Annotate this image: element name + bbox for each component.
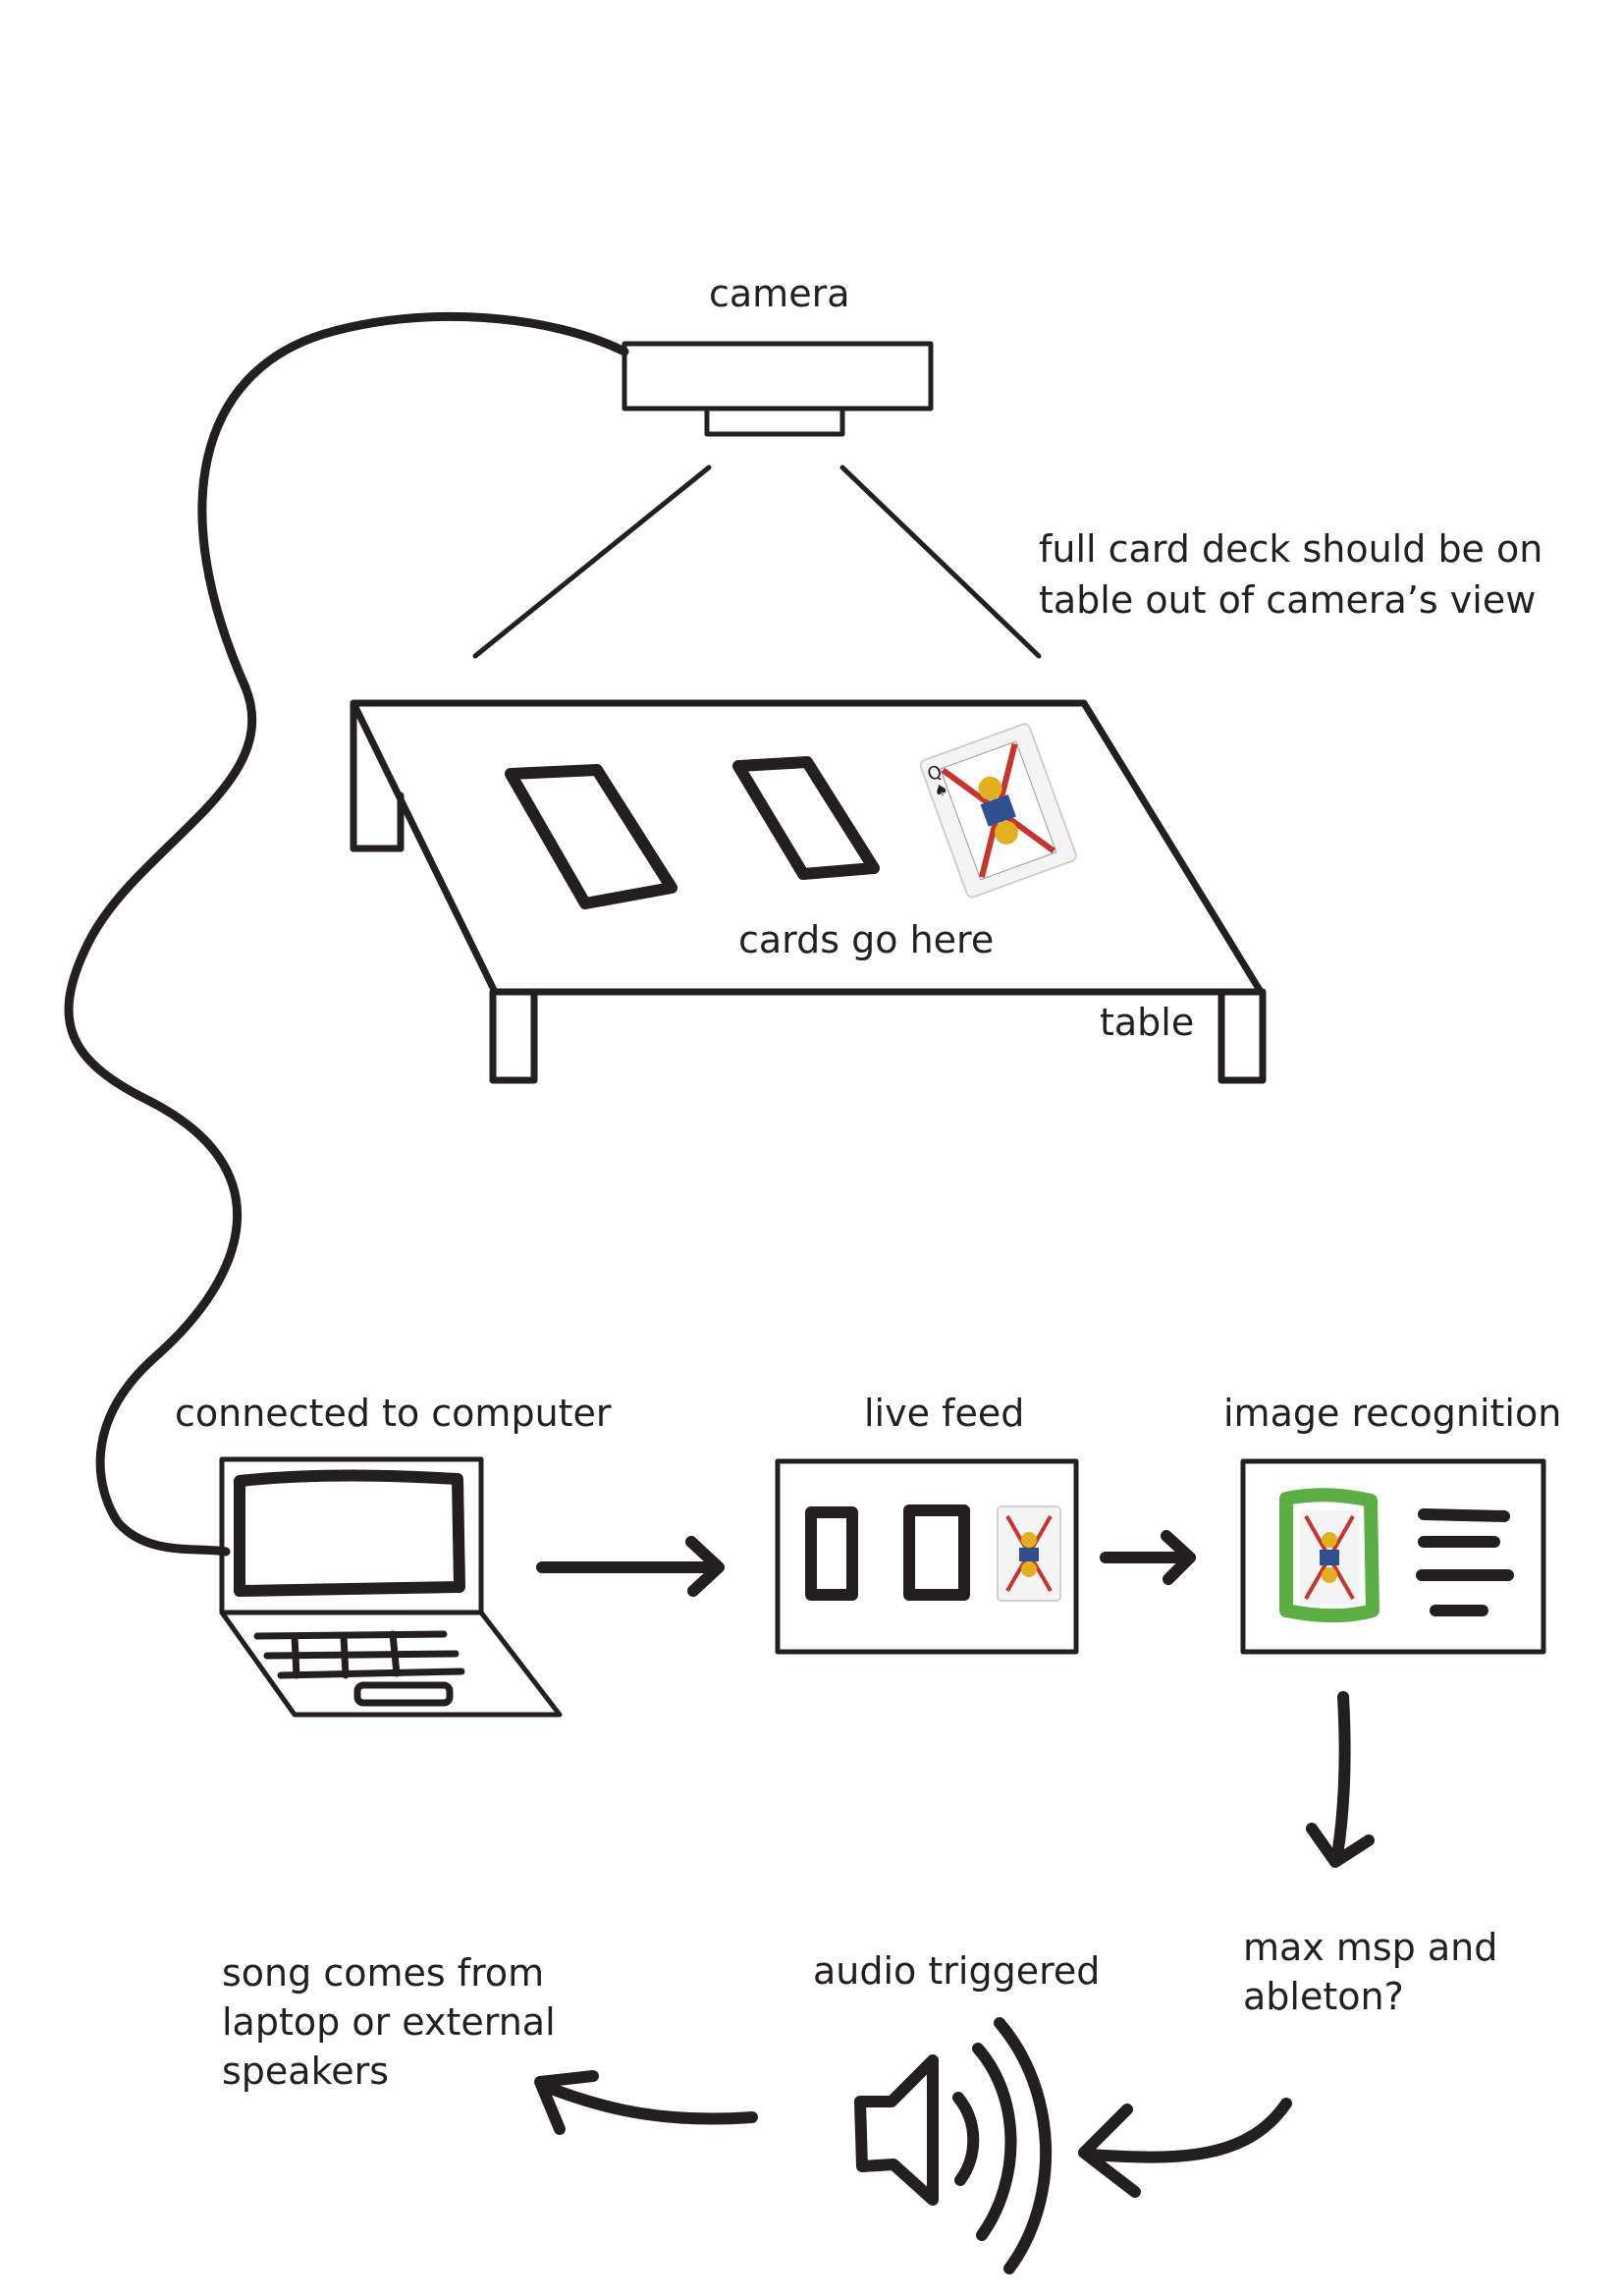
feed-card-image	[997, 1505, 1061, 1602]
arrow-max-to-speaker	[1078, 2098, 1292, 2198]
connected-label: connected to computer	[175, 1392, 612, 1435]
speaker-icon	[854, 2017, 1052, 2274]
song-line3: speakers	[222, 2050, 389, 2093]
result-lines	[1416, 1508, 1514, 1616]
camera-view-lines	[472, 465, 1042, 659]
table-icon	[350, 699, 1267, 1084]
song-line1: song comes from	[222, 1951, 544, 1995]
recognition-highlight	[1279, 1488, 1380, 1623]
arrow-laptop-to-feed	[536, 1536, 725, 1597]
deck-note-line2: table out of camera’s view	[1039, 578, 1536, 622]
live-feed-label: live feed	[864, 1392, 1024, 1435]
arrow-feed-to-recognition	[1100, 1530, 1196, 1585]
queen-of-spades-card: Q ♠	[919, 723, 1077, 899]
table-label: table	[1100, 1001, 1194, 1044]
image-recognition-label: image recognition	[1223, 1392, 1561, 1435]
max-msp-line1: max msp and	[1243, 1926, 1497, 1969]
live-feed-panel	[775, 1458, 1079, 1655]
card-rank: Q	[925, 761, 945, 786]
camera-label: camera	[709, 272, 849, 315]
camera-icon	[622, 341, 934, 437]
camera-cable	[64, 311, 629, 1557]
laptop-icon	[219, 1456, 563, 1718]
image-recognition-panel	[1240, 1458, 1546, 1655]
card-slot-1	[505, 764, 677, 909]
max-msp-line2: ableton?	[1243, 1975, 1404, 2018]
cards-go-here-label: cards go here	[738, 918, 994, 961]
song-line2: laptop or external	[222, 2000, 556, 2044]
deck-note-line1: full card deck should be on	[1039, 527, 1542, 571]
audio-triggered-label: audio triggered	[813, 1949, 1100, 1993]
card-slot-2	[732, 756, 880, 880]
arrow-recognition-down	[1306, 1691, 1375, 1868]
card-suit: ♠	[931, 779, 950, 801]
arrow-speaker-to-song	[534, 2070, 758, 2135]
